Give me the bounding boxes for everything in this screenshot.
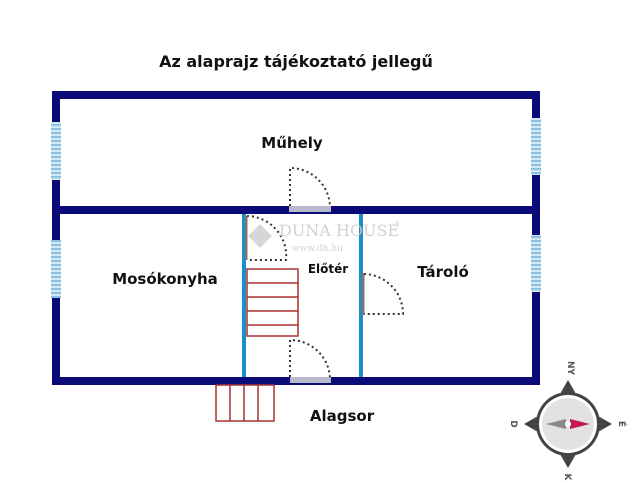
- compass-east: É: [616, 421, 628, 427]
- door-tarolo: [361, 273, 405, 315]
- window: [531, 118, 541, 175]
- room-label-muhely: Műhely: [261, 134, 323, 152]
- stairs-inner: [246, 268, 299, 337]
- room-label-tarolo: Tároló: [417, 263, 469, 281]
- window: [51, 122, 61, 180]
- door-muhely: [289, 166, 331, 212]
- compass-needle-east-icon: [570, 419, 590, 429]
- watermark: DUNA HOUSE ® www.dh.hu: [248, 221, 400, 254]
- window: [531, 235, 541, 292]
- door-eloter-left: [244, 215, 288, 261]
- watermark-registered: ®: [394, 221, 400, 228]
- room-label-alagsor: Alagsor: [310, 407, 375, 425]
- door-entrance: [289, 338, 331, 383]
- compass: NY É K D: [508, 361, 628, 482]
- watermark-url: www.dh.hu: [292, 244, 343, 254]
- compass-north: NY: [565, 361, 575, 376]
- compass-needle-west-icon: [546, 419, 566, 429]
- window: [51, 240, 61, 298]
- duna-house-logo-icon: [248, 224, 272, 248]
- compass-west: D: [508, 420, 518, 427]
- compass-south: K: [562, 474, 572, 482]
- room-label-mosokonyha: Mosókonyha: [112, 270, 218, 288]
- stairs-outer: [215, 384, 275, 422]
- room-label-eloter: Előtér: [308, 262, 348, 276]
- watermark-brand: DUNA HOUSE: [279, 221, 399, 240]
- plan-title: Az alaprajz tájékoztató jellegű: [159, 52, 433, 71]
